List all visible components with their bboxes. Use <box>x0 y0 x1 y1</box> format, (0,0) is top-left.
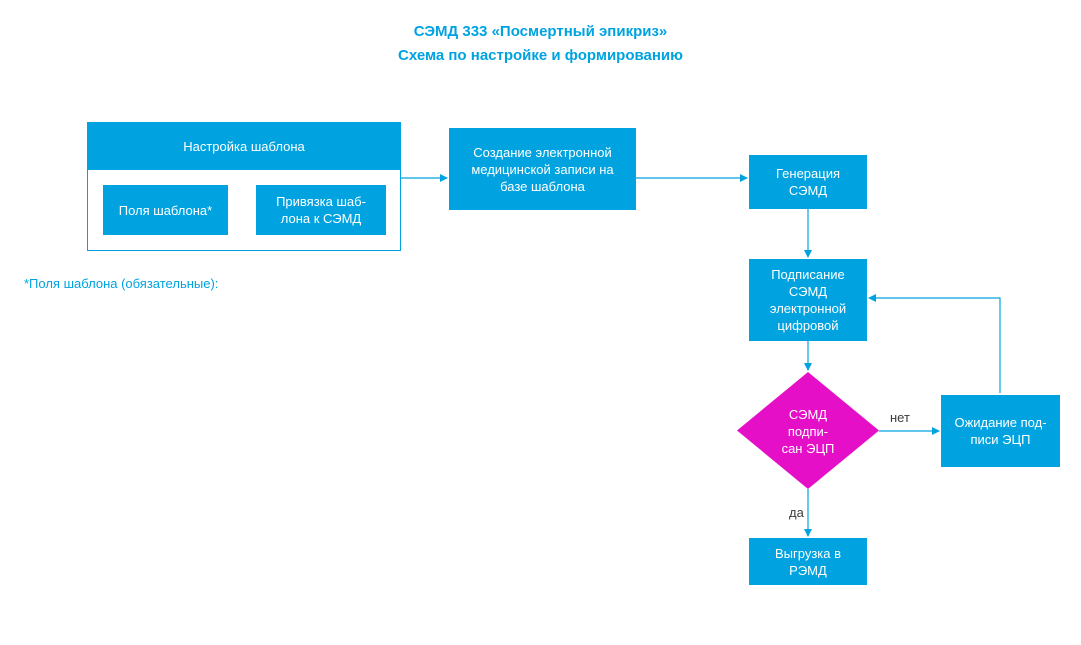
template-binding-node: Привязка шаб- лона к СЭМД <box>256 185 386 235</box>
edge-label-yes: да <box>789 505 804 520</box>
page-subtitle: Схема по настройке и формированию <box>398 47 683 64</box>
create-record-node: Создание электронной медицинской записи … <box>449 128 636 210</box>
template-fields-node: Поля шаблона* <box>103 185 228 235</box>
arrow-wait-to-sign <box>868 294 1001 393</box>
decision-diamond-shape <box>737 372 879 489</box>
sign-semd-node: Подписание СЭМД электронной цифровой <box>749 259 867 341</box>
template-setup-node: Настройка шаблона <box>87 122 401 170</box>
upload-remd-node: Выгрузка в РЭМД <box>749 538 867 585</box>
signed-check-node: СЭМД подпи- сан ЭЦП <box>781 406 835 456</box>
template-fields-footnote: *Поля шаблона (обязательные): <box>24 276 219 291</box>
wait-sign-node: Ожидание под- писи ЭЦП <box>941 395 1060 467</box>
edge-label-no: нет <box>890 410 910 425</box>
generate-semd-node: Генерация СЭМД <box>749 155 867 209</box>
page-title: СЭМД 333 «Посмертный эпикриз» <box>413 23 668 40</box>
